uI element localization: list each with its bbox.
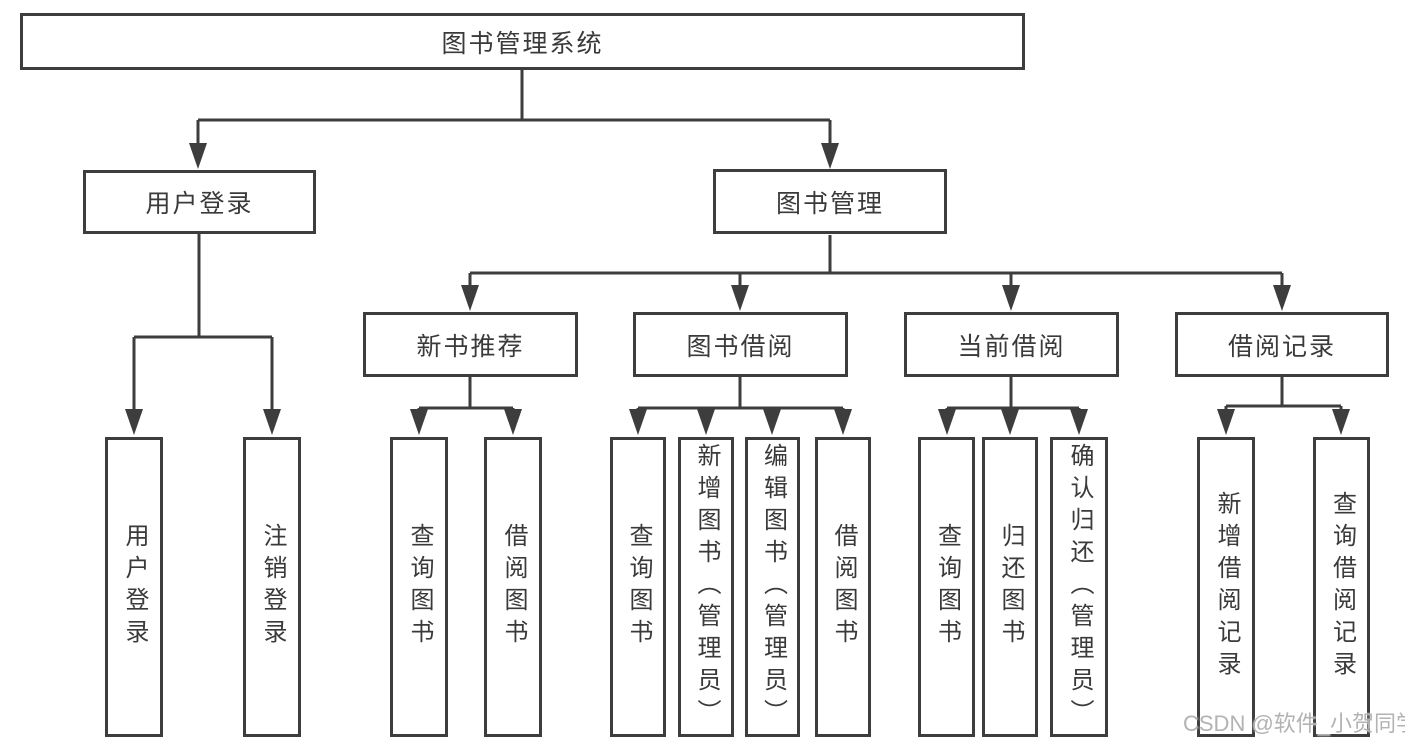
leaf-records-add: 新增借阅记录 (1197, 437, 1255, 737)
arrowhead-leaf-logout (263, 409, 281, 435)
leaf-current-query-label: 查询图书 (933, 523, 961, 651)
connector-root-stem (196, 70, 832, 146)
arrowhead-nb-borrow (504, 409, 522, 435)
node-root: 图书管理系统 (20, 13, 1025, 70)
leaf-newbooks-borrow-label: 借阅图书 (500, 523, 527, 651)
leaf-newbooks-query-label: 查询图书 (406, 523, 433, 651)
arrowhead-br-query (1332, 409, 1350, 435)
leaf-borrow-add-admin: 新增图书（管理员） (678, 437, 734, 737)
arrowhead-book-borrow (731, 285, 749, 311)
csdn-watermark: CSDN @软件_小贺同学 (1183, 711, 1405, 736)
arrowhead-bb-borrow (834, 409, 852, 435)
leaf-records-query: 查询借阅记录 (1313, 437, 1370, 737)
arrowhead-br-add (1217, 409, 1235, 435)
leaf-borrow-query: 查询图书 (610, 437, 666, 737)
arrowhead-current-borrow (1002, 285, 1020, 311)
arrowhead-cb-confirm (1070, 409, 1088, 435)
node-book-borrow-label: 图书借阅 (686, 332, 795, 361)
node-root-label: 图书管理系统 (441, 29, 604, 58)
arrowhead-nb-query (410, 409, 428, 435)
leaf-borrow-edit-admin: 编辑图书（管理员） (745, 437, 800, 737)
leaf-logout-label: 注销登录 (259, 523, 286, 651)
arrowhead-user-login (189, 143, 207, 169)
leaf-user-login-label: 用户登录 (121, 523, 148, 651)
arrowhead-borrow-records (1273, 285, 1291, 311)
connector-book-management-branch (468, 235, 1284, 288)
node-current-borrow: 当前借阅 (904, 312, 1119, 377)
leaf-current-return-label: 归还图书 (997, 523, 1024, 651)
leaf-borrow-query-label: 查询图书 (625, 523, 652, 651)
arrowhead-cb-query (938, 409, 956, 435)
leaf-records-add-label: 新增借阅记录 (1213, 491, 1240, 683)
leaf-records-query-label: 查询借阅记录 (1328, 491, 1356, 683)
node-borrow-records: 借阅记录 (1175, 312, 1389, 377)
connector-book-borrow-branch (636, 377, 845, 412)
connector-current-borrow-branch (945, 377, 1081, 412)
connector-borrow-records-branch (1224, 377, 1343, 412)
node-user-login-label: 用户登录 (145, 190, 254, 218)
arrowhead-book-management (821, 143, 839, 169)
leaf-current-confirm-admin: 确认归还（管理员） (1050, 437, 1108, 737)
leaf-borrow-book-label: 借阅图书 (830, 523, 857, 651)
arrowhead-cb-return (1001, 409, 1019, 435)
leaf-borrow-book: 借阅图书 (815, 437, 871, 737)
arrowhead-bb-edit (763, 409, 781, 435)
node-new-books-label: 新书推荐 (416, 332, 525, 361)
leaf-current-confirm-admin-label: 确认归还（管理员） (1066, 443, 1093, 731)
node-borrow-records-label: 借阅记录 (1227, 332, 1336, 361)
leaf-current-return: 归还图书 (982, 437, 1038, 737)
arrowhead-new-books (461, 285, 479, 311)
arrowhead-bb-add (697, 409, 715, 435)
leaf-user-login: 用户登录 (105, 437, 163, 737)
node-current-borrow-label: 当前借阅 (957, 332, 1066, 361)
leaf-borrow-add-admin-label: 新增图书（管理员） (693, 443, 720, 731)
connector-user-login-branch (132, 234, 274, 412)
leaf-newbooks-query: 查询图书 (390, 437, 448, 737)
leaf-current-query: 查询图书 (918, 437, 975, 737)
node-book-borrow: 图书借阅 (633, 312, 848, 377)
leaf-logout: 注销登录 (243, 437, 301, 737)
node-user-login: 用户登录 (83, 170, 316, 234)
node-book-management-label: 图书管理 (775, 189, 884, 218)
connector-new-books-branch (417, 377, 515, 412)
node-new-books: 新书推荐 (363, 312, 578, 377)
arrowhead-bb-query (629, 409, 647, 435)
leaf-newbooks-borrow: 借阅图书 (484, 437, 542, 737)
arrowhead-leaf-login (125, 409, 143, 435)
leaf-borrow-edit-admin-label: 编辑图书（管理员） (759, 443, 787, 731)
node-book-management: 图书管理 (713, 169, 947, 234)
